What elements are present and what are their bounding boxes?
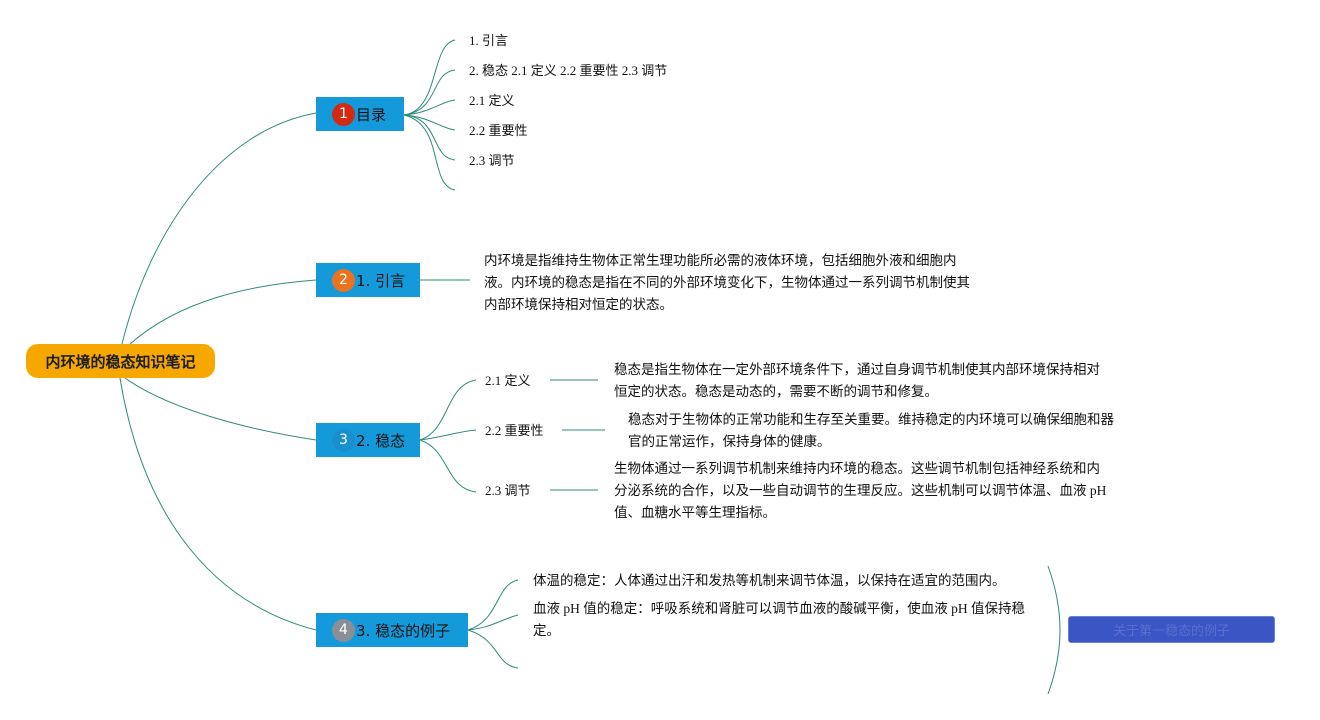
number-badge-icon: 4 (332, 619, 355, 642)
number-badge-icon: 3 (332, 429, 355, 452)
steady-sub-importance[interactable]: 2.2 重要性 (485, 423, 544, 438)
toc-item[interactable]: 2.3 调节 (469, 153, 515, 168)
floating-topic-label: 关于第一稳态的例子 (1112, 624, 1230, 639)
root-topic[interactable]: 内环境的稳态知识笔记 (26, 344, 215, 378)
branch-intro[interactable]: 2 1. 引言 (316, 263, 420, 297)
branch-toc[interactable]: 1 目录 (316, 97, 404, 131)
branch-examples[interactable]: 4 3. 稳态的例子 (316, 613, 468, 647)
toc-item[interactable]: 1. 引言 (469, 33, 509, 48)
steady-sub-definition[interactable]: 2.1 定义 (485, 373, 531, 388)
intro-text: 内环境是指维持生物体正常生理功能所必需的液体环境，包括细胞外液和细胞内液。内环境… (484, 253, 970, 312)
example-body-temperature: 体温的稳定：人体通过出汗和发热等机制来调节体温，以保持在适宜的范围内。 (533, 573, 1006, 588)
branch-examples-label: 3. 稳态的例子 (356, 621, 451, 640)
branch-intro-label: 1. 引言 (356, 271, 406, 290)
floating-topic[interactable]: 关于第一稳态的例子 (1068, 616, 1275, 643)
toc-item[interactable]: 2.2 重要性 (469, 123, 528, 138)
number-badge-icon: 1 (332, 103, 355, 126)
example-blood-ph: 血液 pH 值的稳定：呼吸系统和肾脏可以调节血液的酸碱平衡，使血液 pH 值保持… (533, 601, 1025, 638)
branch-toc-label: 目录 (356, 105, 387, 124)
importance-text: 稳态对于生物体的正常功能和生存至关重要。维持稳定的内环境可以确保细胞和器官的正常… (628, 412, 1114, 449)
number-badge-icon: 2 (332, 269, 355, 292)
root-topic-label: 内环境的稳态知识笔记 (45, 352, 196, 371)
regulation-text: 生物体通过一系列调节机制来维持内环境的稳态。这些调节机制包括神经系统和内分泌系统… (614, 461, 1107, 520)
toc-item[interactable]: 2. 稳态 2.1 定义 2.2 重要性 2.3 调节 (469, 63, 668, 78)
toc-item[interactable]: 2.1 定义 (469, 93, 515, 108)
branch-steady-state[interactable]: 3 2. 稳态 (316, 423, 420, 457)
branch-steady-state-label: 2. 稳态 (356, 431, 406, 450)
steady-sub-regulation[interactable]: 2.3 调节 (485, 483, 531, 498)
definition-text: 稳态是指生物体在一定外部环境条件下，通过自身调节机制使其内部环境保持相对恒定的状… (614, 362, 1100, 399)
